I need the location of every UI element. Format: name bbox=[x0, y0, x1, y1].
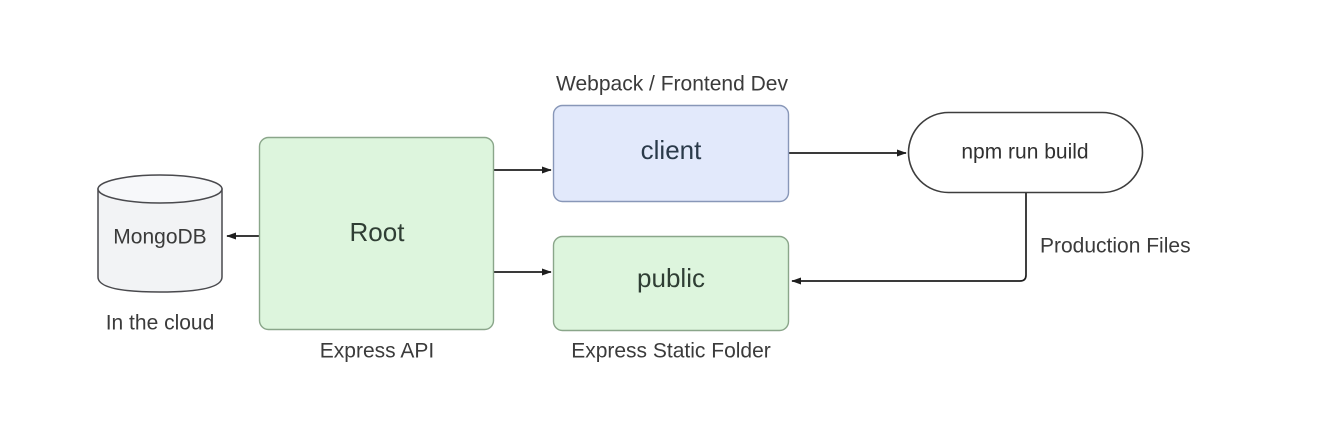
caption-root: Express API bbox=[320, 340, 434, 363]
edge-label-production-files: Production Files bbox=[1040, 235, 1191, 258]
caption-client: Webpack / Frontend Dev bbox=[556, 73, 788, 96]
node-label-public: public bbox=[637, 263, 705, 293]
cylinder-top bbox=[97, 174, 223, 204]
node-label-root: Root bbox=[350, 217, 406, 247]
node-build-shape bbox=[907, 111, 1144, 194]
node-mongodb[interactable]: MongoDB bbox=[97, 174, 223, 293]
node-label-mongodb: MongoDB bbox=[113, 226, 206, 249]
node-root-shape bbox=[258, 136, 495, 331]
caption-mongodb: In the cloud bbox=[106, 312, 215, 335]
node-label-client: client bbox=[641, 135, 702, 165]
node-label-npm-run-build: npm run build bbox=[961, 141, 1088, 164]
caption-public: Express Static Folder bbox=[571, 340, 771, 363]
node-root[interactable]: Root bbox=[258, 136, 495, 331]
node-client-shape bbox=[552, 104, 790, 203]
node-npm-run-build[interactable]: npm run build bbox=[907, 111, 1144, 194]
connectors bbox=[226, 149, 1027, 285]
node-public-shape bbox=[552, 235, 790, 332]
node-client[interactable]: client bbox=[552, 104, 790, 203]
node-public[interactable]: public bbox=[552, 235, 790, 332]
edge-build-to-public bbox=[791, 192, 1027, 285]
cylinder-body bbox=[97, 188, 223, 293]
